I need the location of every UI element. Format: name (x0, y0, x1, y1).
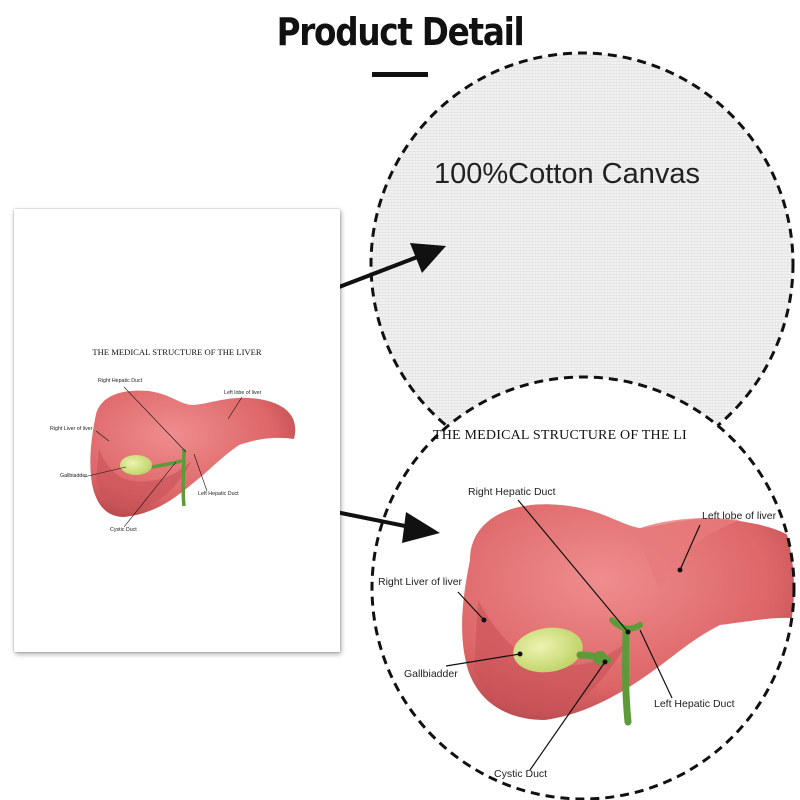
poster-label-left-hepatic-duct: Left Hepatic Duct (198, 491, 239, 497)
poster-liver-illustration (83, 386, 296, 528)
zoom-label-right-liver: Right Liver of liver (378, 576, 463, 588)
page-title: Product Detail (276, 10, 525, 54)
poster-label-gallbladder: Gallbiadder (60, 473, 88, 479)
arrow-to-zoom (325, 508, 440, 543)
arrow-to-fabric (325, 243, 446, 294)
zoom-circle (370, 375, 796, 800)
zoom-label-cystic-duct: Cystic Duct (494, 768, 548, 780)
poster-label-right-liver: Right Liver of liver (50, 426, 93, 432)
zoom-title: THE MEDICAL STRUCTURE OF THE LI (433, 428, 687, 443)
zoom-label-left-lobe: Left lobe of liver (702, 510, 777, 522)
poster-label-right-hepatic-duct: Right Hepatic Duct (98, 378, 143, 384)
poster-title: THE MEDICAL STRUCTURE OF THE LIVER (92, 347, 262, 357)
zoom-liver-illustration (445, 499, 794, 771)
zoom-label-left-hepatic-duct: Left Hepatic Duct (654, 698, 735, 710)
poster-label-cystic-duct: Cystic Duct (110, 527, 137, 533)
title-underline (372, 72, 428, 77)
poster-label-left-lobe: Left lobe of liver (224, 390, 262, 396)
zoom-label-gallbladder: Gallbiadder (404, 668, 458, 680)
poster-preview: THE MEDICAL STRUCTURE OF THE LIVER Right… (14, 209, 340, 652)
zoom-label-right-hepatic-duct: Right Hepatic Duct (468, 486, 556, 498)
fabric-label: 100%Cotton Canvas (434, 158, 700, 190)
